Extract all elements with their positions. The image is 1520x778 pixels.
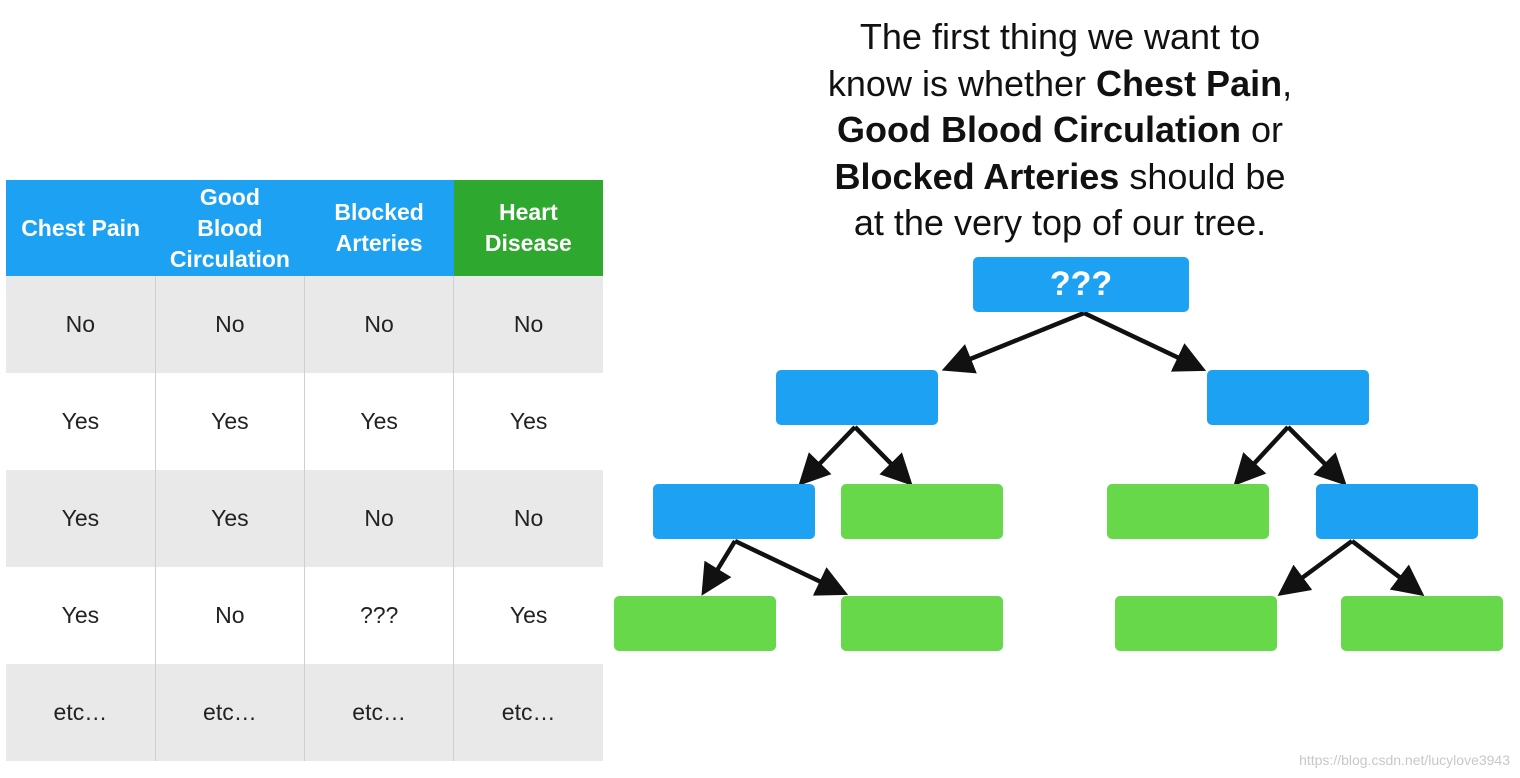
table-cell: Yes — [453, 567, 603, 664]
table-cell: ??? — [303, 567, 454, 664]
table-cell: etc… — [6, 664, 156, 761]
decision-node-left-l2 — [653, 484, 815, 539]
header-chest-pain: Chest Pain — [6, 180, 156, 276]
arrow-root-right — [1083, 310, 1207, 372]
table-row: Yes Yes No No — [6, 470, 603, 567]
table-row: etc… etc… etc… etc… — [6, 664, 603, 761]
table-cell: etc… — [453, 664, 603, 761]
header-good-blood-circulation: Good Blood Circulation — [155, 180, 305, 276]
arrow-r1-left — [1233, 425, 1290, 486]
table-cell: etc… — [154, 664, 305, 761]
decision-node-right-l2 — [1316, 484, 1478, 539]
watermark: https://blog.csdn.net/lucylove3943 — [1299, 752, 1510, 768]
table-cell: No — [154, 276, 305, 373]
arrow-root-left — [941, 310, 1085, 374]
table-header-row: Chest Pain Good Blood Circulation Blocke… — [6, 180, 603, 276]
decision-node-right-l1 — [1207, 370, 1369, 425]
table-row: Yes Yes Yes Yes — [6, 373, 603, 470]
table-cell: Yes — [453, 373, 603, 470]
table-cell: No — [303, 470, 454, 567]
table-cell: No — [154, 567, 305, 664]
arrow-l2-right — [734, 538, 849, 596]
table-row: Yes No ??? Yes — [6, 567, 603, 664]
leaf-node-l3-3 — [1115, 596, 1277, 651]
table-cell: Yes — [154, 373, 305, 470]
arrow-r2-right — [1350, 539, 1425, 597]
header-heart-disease: Heart Disease — [453, 180, 603, 276]
leaf-node-l3-4 — [1341, 596, 1503, 651]
leaf-node-right-l2 — [1107, 484, 1269, 539]
header-blocked-arteries: Blocked Arteries — [304, 180, 454, 276]
leaf-node-left-l2 — [841, 484, 1003, 539]
table-cell: Yes — [6, 470, 156, 567]
table-cell: Yes — [154, 470, 305, 567]
table-cell: etc… — [303, 664, 454, 761]
table-row: No No No No — [6, 276, 603, 373]
table-cell: No — [303, 276, 454, 373]
table-cell: No — [6, 276, 156, 373]
arrow-r2-left — [1277, 539, 1354, 597]
table-cell: Yes — [303, 373, 454, 470]
arrow-l1-left — [798, 425, 857, 486]
tree-caption: The first thing we want to know is wheth… — [827, 16, 1293, 243]
leaf-node-l3-1 — [614, 596, 776, 651]
table-cell: Yes — [6, 373, 156, 470]
arrow-r1-right — [1286, 425, 1347, 486]
root-node-label: ??? — [1049, 265, 1113, 303]
table-cell: No — [453, 276, 603, 373]
decision-node-left-l1 — [776, 370, 938, 425]
heart-disease-table: Chest Pain Good Blood Circulation Blocke… — [6, 180, 603, 761]
arrow-l2-left — [701, 539, 737, 596]
table-cell: Yes — [6, 567, 156, 664]
arrow-l1-right — [853, 425, 913, 486]
leaf-node-l3-2 — [841, 596, 1003, 651]
root-node: ??? — [973, 257, 1189, 312]
table-cell: No — [453, 470, 603, 567]
